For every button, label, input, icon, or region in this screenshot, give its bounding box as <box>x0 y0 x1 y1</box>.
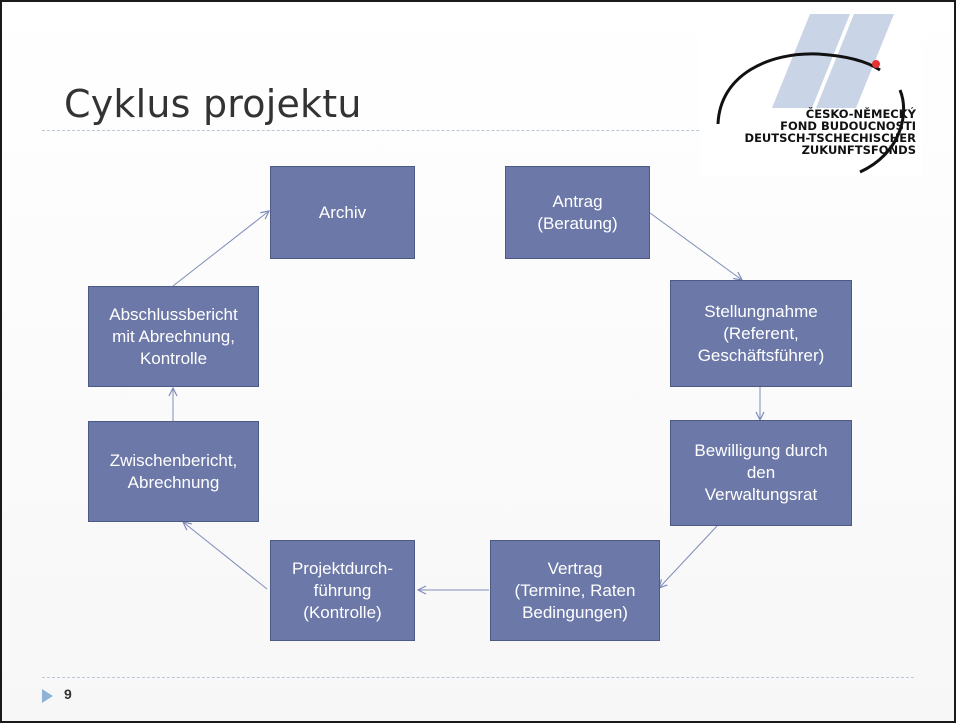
logo-dot <box>872 60 880 68</box>
step-vertrag: Vertrag (Termine, Raten Bedingungen) <box>490 540 660 641</box>
step-bewilligung: Bewilligung durch den Verwaltungsrat <box>670 420 852 526</box>
arrow-antrag-to-stellungnahme <box>649 212 742 280</box>
step-zwischenbericht: Zwischenbericht, Abrechnung <box>88 421 259 522</box>
arrow-durchfuehrung-to-zwischenbericht <box>183 522 268 590</box>
logo-arc <box>859 89 906 174</box>
arrow-bewilligung-to-vertrag <box>659 525 718 588</box>
step-stellungnahme: Stellungnahme (Referent, Geschäftsführer… <box>670 280 852 387</box>
logo-stripe <box>816 14 894 108</box>
step-abschlussbericht: Abschlussbericht mit Abrechnung, Kontrol… <box>88 286 259 387</box>
step-archiv: Archiv <box>270 166 415 259</box>
footer-divider <box>42 677 914 678</box>
arrow-abschlussbericht-to-archiv <box>172 211 269 287</box>
logo-arc <box>716 52 881 125</box>
logo-graphic <box>716 14 906 174</box>
slide-marker-icon <box>42 689 53 703</box>
title-divider <box>42 130 914 131</box>
fund-logo: ČESKO-NĚMECKÝ FOND BUDOUCNOSTI DEUTSCH-T… <box>700 4 922 176</box>
logo-text: ČESKO-NĚMECKÝ FOND BUDOUCNOSTI DEUTSCH-T… <box>744 107 916 157</box>
page-number: 9 <box>64 686 72 702</box>
logo-stripe <box>772 14 850 108</box>
slide-title: Cyklus projektu <box>64 82 362 126</box>
step-projektdurchfuehrung: Projektdurch- führung (Kontrolle) <box>270 540 415 641</box>
step-antrag: Antrag (Beratung) <box>505 166 650 259</box>
